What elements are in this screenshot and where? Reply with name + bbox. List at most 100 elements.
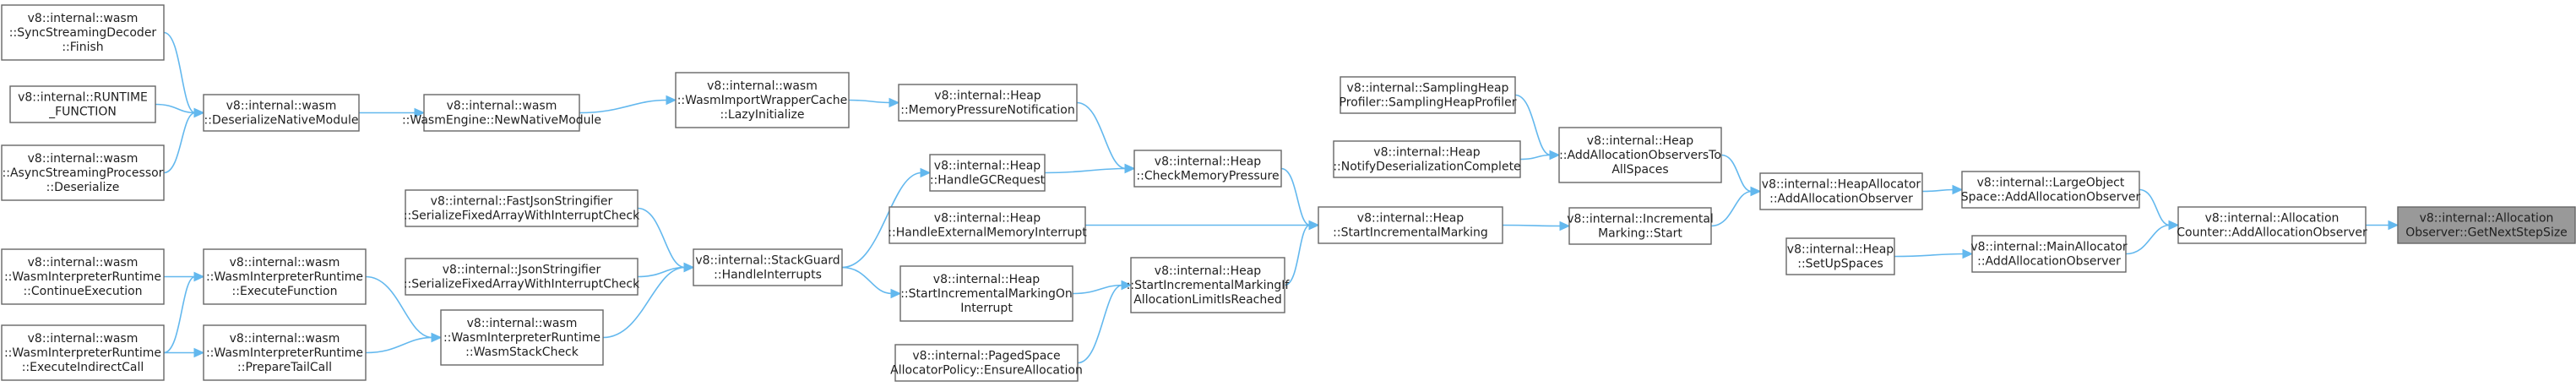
graph-node-n11[interactable]: v8::internal::Heap::CheckMemoryPressure: [1133, 150, 1282, 188]
node-box: [405, 189, 639, 227]
edge-n3-to-n1: [2125, 220, 2180, 255]
graph-node-n3[interactable]: v8::internal::MainAllocator::AddAllocati…: [1970, 235, 2128, 273]
node-label-line: ::DeserializeNativeModule: [204, 114, 359, 128]
graph-node-n28[interactable]: v8::internal::wasm::WasmInterpreterRunti…: [1, 324, 165, 381]
arrowhead-icon: [890, 288, 902, 299]
graph-node-n29[interactable]: v8::internal::wasm::SyncStreamingDecoder…: [1, 4, 165, 61]
edge-line: [163, 112, 196, 174]
arrowhead-icon: [683, 262, 695, 273]
node-label-line: v8::internal::wasm: [447, 100, 557, 113]
edge-n4-to-n2: [1921, 184, 1964, 195]
node-label-line: v8::internal::wasm: [28, 12, 139, 25]
node-label-line: ::WasmInterpreterRuntime: [443, 331, 601, 345]
edge-n19-to-n15: [848, 97, 900, 108]
node-label-line: ::StartIncrementalMarkingIf: [1127, 279, 1291, 292]
edge-n8-to-n6: [1514, 94, 1561, 161]
edge-n5-to-n3: [1894, 248, 1974, 259]
graph-node-n15[interactable]: v8::internal::Heap::MemoryPressureNotifi…: [898, 84, 1078, 122]
edge-n18-to-n14: [841, 167, 932, 269]
edge-n23-to-n19: [579, 95, 677, 114]
edge-n28-to-n25: [163, 347, 205, 358]
graph-node-n18[interactable]: v8::internal::StackGuard::HandleInterrup…: [693, 248, 843, 286]
graph-node-n0[interactable]: v8::internal::AllocationObserver::GetNex…: [2397, 206, 2576, 244]
graph-node-n7[interactable]: v8::internal::IncrementalMarking::Start: [1567, 207, 1714, 245]
edge-n7-to-n4: [1710, 186, 1762, 227]
graph-node-n21[interactable]: v8::internal::JsonStringifier::Serialize…: [404, 258, 640, 296]
edge-line: [1072, 284, 1123, 295]
node-label-line: ::SyncStreamingDecoder: [9, 26, 157, 40]
graph-node-n14[interactable]: v8::internal::Heap::HandleGCRequest: [929, 154, 1046, 192]
graph-node-n27[interactable]: v8::internal::wasm::WasmInterpreterRunti…: [1, 248, 165, 305]
graph-node-n6[interactable]: v8::internal::Heap::AddAllocationObserve…: [1558, 127, 1722, 183]
node-box: [894, 344, 1079, 382]
node-box: [1333, 140, 1521, 178]
node-box: [1, 324, 165, 381]
graph-node-n20[interactable]: v8::internal::FastJsonStringifier::Seria…: [404, 189, 640, 227]
graph-node-n12[interactable]: v8::internal::Heap::HandleExternalMemory…: [888, 206, 1087, 244]
graph-node-n5[interactable]: v8::internal::Heap::SetUpSpaces: [1785, 237, 1895, 275]
node-label-line: ::WasmInterpreterRuntime: [4, 270, 161, 284]
node-label-line: Interrupt: [960, 302, 1013, 315]
node-label-line: ::HandleGCRequest: [930, 174, 1046, 188]
edge-line: [1710, 190, 1753, 227]
node-label-line: v8::internal::Heap: [1587, 134, 1693, 148]
node-label-line: ::SerializeFixedArrayWithInterruptCheck: [404, 278, 640, 291]
node-label-line: AllocatorPolicy::EnsureAllocation: [890, 364, 1083, 378]
graph-node-n31[interactable]: v8::internal::wasm::AsyncStreamingProces…: [1, 144, 165, 201]
node-box: [1568, 207, 1712, 245]
node-box: [203, 94, 360, 132]
graph-node-n24[interactable]: v8::internal::wasm::WasmInterpreterRunti…: [203, 248, 367, 305]
edge-line: [1076, 101, 1127, 170]
graph-node-n19[interactable]: v8::internal::wasm::WasmImportWrapperCac…: [675, 72, 850, 128]
edge-line: [841, 266, 893, 295]
graph-node-n2[interactable]: v8::internal::LargeObjectSpace::AddAlloc…: [1961, 171, 2141, 209]
node-label-line: ::MemoryPressureNotification: [900, 104, 1074, 117]
node-box: [2177, 206, 2367, 244]
node-label-line: ::ContinueExecution: [23, 285, 142, 298]
edge-line: [1519, 154, 1552, 161]
graph-node-n10[interactable]: v8::internal::Heap::StartIncrementalMark…: [1318, 206, 1503, 244]
arrowhead-icon: [666, 95, 677, 106]
edge-line: [1077, 284, 1123, 364]
arrowhead-icon: [431, 332, 443, 343]
node-label-line: v8::internal::wasm: [230, 332, 340, 346]
node-label-line: ::ExecuteFunction: [232, 285, 338, 298]
graph-node-n25[interactable]: v8::internal::wasm::WasmInterpreterRunti…: [203, 324, 367, 381]
graph-node-n4[interactable]: v8::internal::HeapAllocator::AddAllocati…: [1759, 172, 1923, 210]
node-label-line: Space::AddAllocationObserver: [1961, 191, 2141, 204]
node-label-line: v8::internal::Heap: [1357, 212, 1464, 226]
edge-line: [2139, 188, 2171, 226]
graph-node-n17[interactable]: v8::internal::PagedSpaceAllocatorPolicy:…: [890, 344, 1083, 382]
node-label-line: v8::internal::LargeObject: [1977, 177, 2125, 190]
edge-line: [637, 207, 686, 269]
node-label-line: v8::internal::Heap: [934, 90, 1041, 103]
graph-node-n22[interactable]: v8::internal::wasm::WasmInterpreterRunti…: [440, 309, 604, 366]
arrowhead-icon: [2168, 220, 2180, 231]
edge-line: [1284, 224, 1311, 286]
node-box: [889, 206, 1086, 244]
edge-n13-to-n10: [1284, 220, 1320, 286]
node-box: [203, 248, 367, 305]
node-label-line: v8::internal::HeapAllocator: [1762, 178, 1921, 192]
node-box: [423, 94, 580, 132]
node-label-line: ::Finish: [62, 41, 103, 54]
node-label-line: _FUNCTION: [48, 106, 117, 119]
graph-node-n30[interactable]: v8::internal::RUNTIME_FUNCTION: [9, 85, 156, 123]
graph-node-n23[interactable]: v8::internal::wasm::WasmEngine::NewNativ…: [402, 94, 601, 132]
edge-n18-to-n16: [841, 266, 902, 299]
graph-node-n26[interactable]: v8::internal::wasm::DeserializeNativeMod…: [203, 94, 360, 132]
graph-node-n9[interactable]: v8::internal::Heap::NotifyDeserializatio…: [1333, 140, 1521, 178]
graph-node-n16[interactable]: v8::internal::Heap::StartIncrementalMark…: [899, 265, 1073, 322]
graph-node-n1[interactable]: v8::internal::AllocationCounter::AddAllo…: [2177, 206, 2367, 244]
arrowhead-icon: [1121, 280, 1133, 291]
edge-line: [163, 31, 196, 114]
node-label-line: v8::internal::Allocation: [2420, 212, 2554, 226]
edge-n31-to-n26: [163, 107, 205, 174]
graph-node-n13[interactable]: v8::internal::Heap::StartIncrementalMark…: [1127, 257, 1291, 313]
node-label-line: v8::internal::wasm: [226, 100, 337, 113]
edge-n25-to-n22: [365, 332, 443, 354]
node-label-line: v8::internal::FastJsonStringifier: [431, 195, 613, 209]
node-label-line: v8::internal::wasm: [28, 256, 139, 270]
graph-node-n8[interactable]: v8::internal::SamplingHeapProfiler::Samp…: [1340, 76, 1517, 114]
